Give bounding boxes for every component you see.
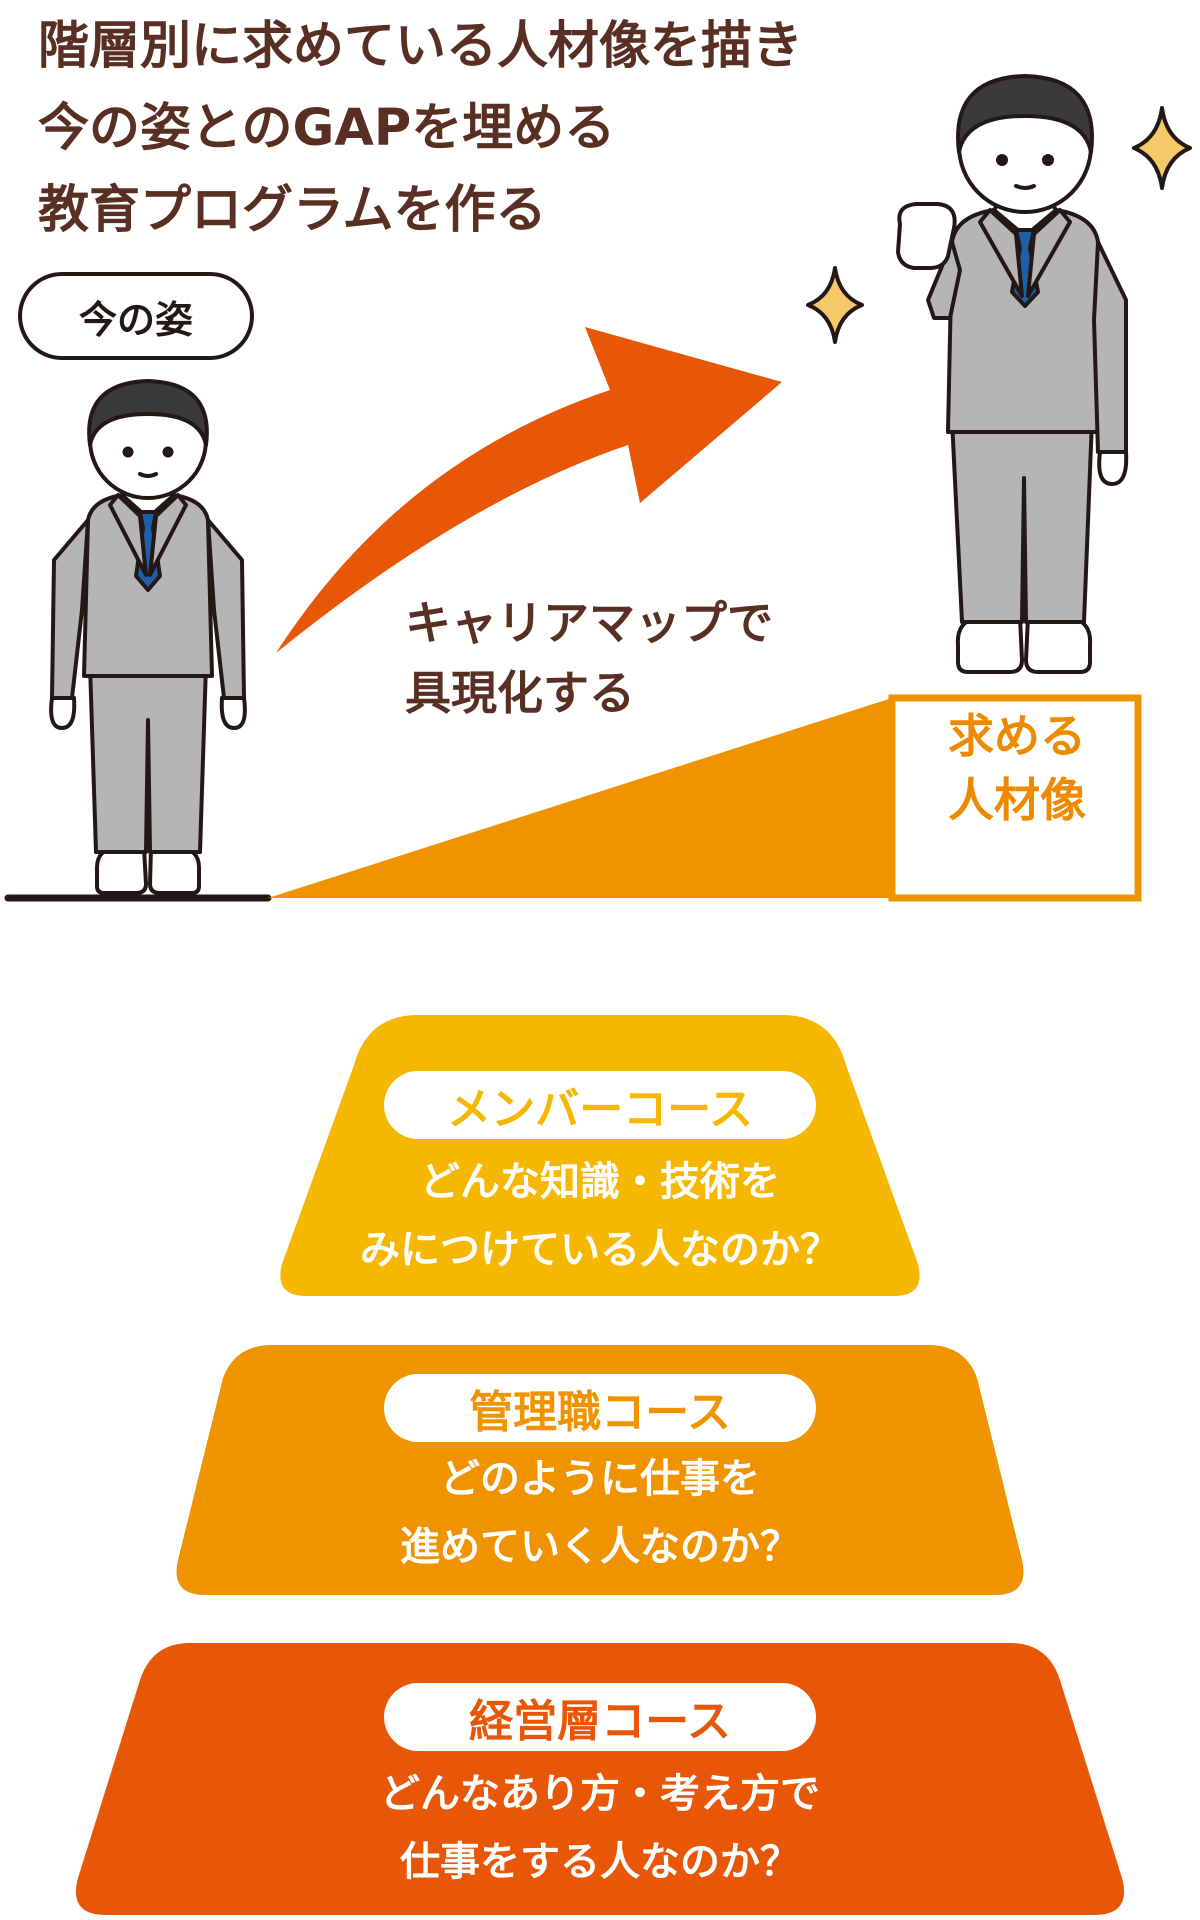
headline-line-3: 教育プログラムを作る: [38, 181, 547, 240]
current-state-label: 今の姿: [18, 272, 254, 360]
career-map-caption: キャリアマップで 具現化する: [405, 588, 773, 728]
headline-line-2: 今の姿とのGAPを埋める: [38, 99, 616, 158]
sparkle-icon: [806, 266, 864, 344]
tier-title-manager: 管理職コース: [384, 1374, 816, 1442]
tier-description-member: どんな知識・技術を みにつけている人なのか？: [0, 1148, 1200, 1284]
tier-shape-executive: [75, 1643, 1125, 1915]
current-person-figure: [49, 379, 247, 895]
target-profile-label: 求める 人材像: [896, 704, 1138, 832]
tier-description-member-line-2: みにつけている人なのか？: [360, 1227, 840, 1273]
target-profile-label-line-2: 人材像: [948, 773, 1086, 827]
career-ramp: [268, 698, 892, 898]
tier-title-member: メンバーコース: [384, 1071, 816, 1139]
target-pedestal: [888, 694, 1142, 902]
career-map-caption-line-1: キャリアマップで: [405, 596, 773, 650]
tier-description-manager-line-2: 進めていく人なのか？: [400, 1524, 800, 1570]
tier-title-executive: 経営層コース: [384, 1683, 816, 1751]
target-person-figure: [896, 74, 1129, 674]
tier-description-executive-line-1: どんなあり方・考え方で: [380, 1771, 820, 1817]
headline-line-1: 階層別に求めている人材像を描き: [38, 17, 804, 76]
tier-description-executive: どんなあり方・考え方で 仕事をする人なのか？: [0, 1760, 1200, 1896]
headline: 階層別に求めている人材像を描き 今の姿とのGAPを埋める 教育プログラムを作る: [38, 6, 803, 252]
tier-description-manager-line-1: どのように仕事を: [440, 1456, 760, 1502]
tier-description-manager: どのように仕事を 進めていく人なのか？: [0, 1445, 1200, 1581]
growth-arrow: [276, 327, 782, 653]
target-profile-label-line-1: 求める: [948, 709, 1086, 763]
tier-description-executive-line-2: 仕事をする人なのか？: [400, 1839, 800, 1885]
tier-description-member-line-1: どんな知識・技術を: [420, 1159, 780, 1205]
career-map-caption-line-2: 具現化する: [405, 666, 635, 720]
sparkle-icon: [1132, 106, 1192, 190]
